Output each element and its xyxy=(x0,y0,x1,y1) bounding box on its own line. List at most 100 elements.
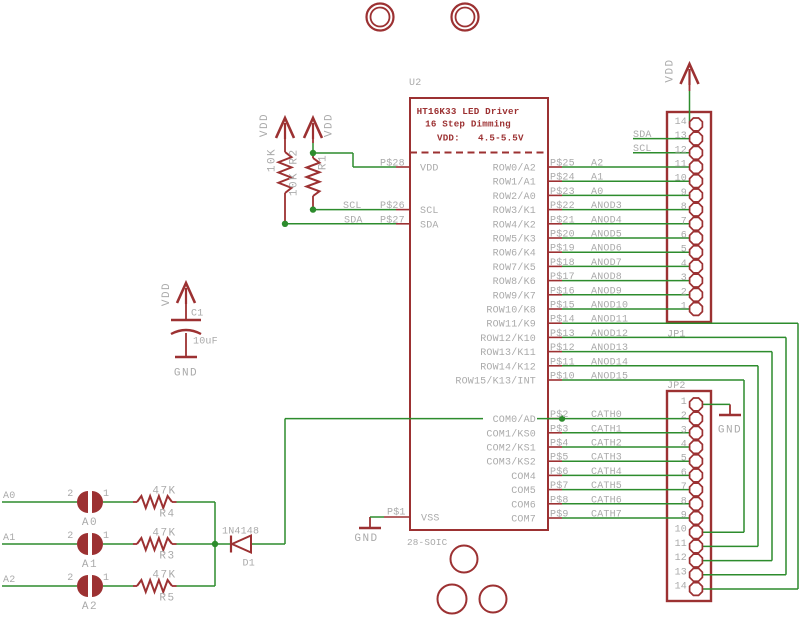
pad-label: P$13 xyxy=(550,328,575,340)
pin-name: COM5 xyxy=(511,486,536,497)
capacitor-plate-bottom xyxy=(170,328,202,336)
pin-number: 5 xyxy=(681,454,687,465)
pad-label: P$11 xyxy=(550,356,575,368)
pad-label: P$16 xyxy=(550,285,575,297)
resistor-body-r2 xyxy=(275,151,295,194)
jp1-pad xyxy=(688,159,704,175)
pad-label: P$21 xyxy=(550,214,575,226)
net-label: ANOD12 xyxy=(591,329,628,340)
net-label: ANOD13 xyxy=(591,343,628,354)
pin-number: 3 xyxy=(681,425,687,436)
jumper-name: A0 xyxy=(82,517,98,529)
diode-name: D1 xyxy=(243,559,255,570)
net-label-sda: SDA xyxy=(344,215,363,226)
pad-label: P$18 xyxy=(550,257,575,269)
pad-label: P$25 xyxy=(550,158,575,170)
ic-refdes: U2 xyxy=(409,78,421,89)
pad-label: P$22 xyxy=(550,200,575,212)
pin-name: ROW8/K6 xyxy=(493,276,536,288)
net-label: CATH0 xyxy=(591,410,622,421)
jp2-pad xyxy=(688,553,704,568)
net-label: ANOD15 xyxy=(591,372,628,383)
pin-name: COM0/AD xyxy=(493,414,536,426)
pin-number: 12 xyxy=(675,145,687,156)
pin-number: 2 xyxy=(681,287,687,298)
resistor-name: R2 xyxy=(289,148,301,164)
pin-number: 9 xyxy=(681,511,687,522)
junction-dot xyxy=(211,540,219,548)
pin-number: 6 xyxy=(681,468,687,479)
net-label: CATH4 xyxy=(591,467,622,478)
vdd-symbol-r1 xyxy=(302,114,324,139)
pad-label: P$27 xyxy=(380,214,405,226)
jp2-pad xyxy=(688,397,704,412)
pad-label: P$9 xyxy=(550,509,569,521)
net-label: CATH2 xyxy=(591,439,622,450)
net-label: CATH1 xyxy=(591,424,622,435)
jp2-pad xyxy=(688,510,704,526)
jp1-pad xyxy=(688,244,704,260)
pin-name: VSS xyxy=(421,514,440,525)
pin-name: ROW9/K7 xyxy=(493,290,536,302)
pin-number: 1 xyxy=(681,302,687,313)
jp1-pad xyxy=(688,287,704,303)
pad-label: P$14 xyxy=(550,314,575,326)
jp2-pad xyxy=(688,453,704,469)
net-label-scl: SCL xyxy=(343,201,362,212)
jumper-pad-number: 1 xyxy=(103,573,109,584)
pin-number: 14 xyxy=(675,582,687,593)
jp2-pad xyxy=(688,539,704,554)
jp2-pad xyxy=(688,468,704,483)
net-label: ANOD6 xyxy=(591,244,622,255)
via-hole xyxy=(436,583,468,615)
net-label: ANOD3 xyxy=(591,201,622,212)
pin-number: 8 xyxy=(681,496,687,507)
jumper-pad-right xyxy=(92,491,103,513)
jp1-label: JP1 xyxy=(667,330,686,341)
pin-name: SDA xyxy=(420,220,439,231)
via-hole xyxy=(478,584,508,614)
pin-number: 13 xyxy=(675,567,687,578)
pin-name: ROW15/K13/INT xyxy=(455,376,536,388)
pin-number: 10 xyxy=(675,525,687,536)
net-label-scl: SCL xyxy=(633,144,652,155)
pad-label: P$8 xyxy=(550,494,569,506)
pad-label: P$26 xyxy=(380,200,405,212)
resistor-value: 10K xyxy=(289,172,301,196)
jp1-pad xyxy=(688,131,704,146)
jp2-pad xyxy=(688,411,704,426)
pin-number: 2 xyxy=(681,411,687,422)
vdd-symbol-jp1 xyxy=(679,60,700,85)
pad-label: P$10 xyxy=(550,371,575,383)
pad-label: P$28 xyxy=(380,158,405,170)
pad-label: P$12 xyxy=(550,342,575,354)
jumper-pad-number: 1 xyxy=(103,489,109,500)
net-label: ANOD4 xyxy=(591,215,622,226)
pin-number: 12 xyxy=(675,553,687,564)
junction-dot xyxy=(309,149,317,157)
jp1-pad xyxy=(688,273,704,288)
net-label: CATH6 xyxy=(591,495,622,506)
jumper-name: A2 xyxy=(82,601,98,613)
pin-number: 7 xyxy=(681,482,687,493)
ic-body xyxy=(409,97,549,531)
net-label: CATH7 xyxy=(591,510,622,521)
pin-name: COM6 xyxy=(511,500,536,511)
pin-name: ROW2/A0 xyxy=(493,191,536,203)
jp2-pad xyxy=(688,439,704,455)
net-label: A1 xyxy=(3,533,15,544)
resistor-name: R3 xyxy=(159,551,175,563)
pad-label: P$15 xyxy=(550,300,575,312)
gnd-label: GND xyxy=(354,533,378,545)
jp2-pad xyxy=(688,524,704,540)
net-label: ANOD14 xyxy=(591,357,628,368)
diode-value: 1N4148 xyxy=(222,527,259,538)
jp1-pad xyxy=(688,301,704,317)
resistor-body-R4 xyxy=(136,493,173,511)
mounting-hole-inner xyxy=(369,6,391,28)
pin-name: COM7 xyxy=(511,515,536,526)
pin-name: ROW11/K9 xyxy=(486,319,536,331)
pin-number: 11 xyxy=(675,539,687,550)
pin-name: ROW14/K12 xyxy=(480,361,536,373)
